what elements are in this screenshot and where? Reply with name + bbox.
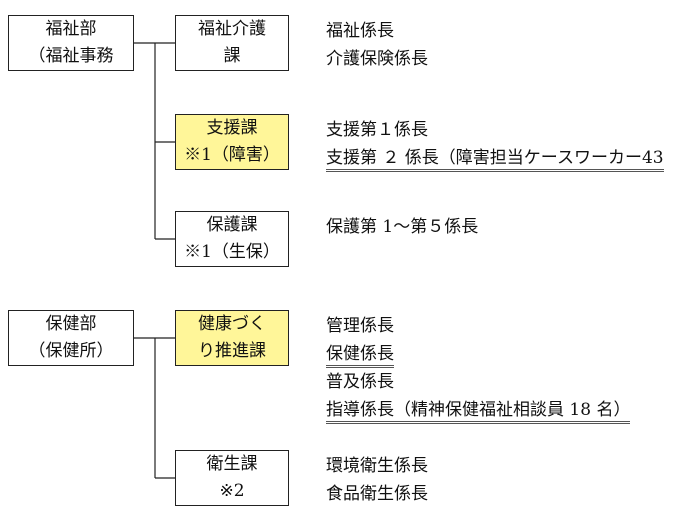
health-dept-box: 保健部 （保健所） <box>8 310 134 366</box>
staff-environmental-sanitation-chief: 環境衛生係長 <box>326 456 428 476</box>
staff-care-insurance-chief: 介護保険係長 <box>326 49 428 69</box>
section-sublabel: 課 <box>223 46 241 66</box>
welfare-dept-box: 福祉部 （福祉事務 <box>8 15 134 71</box>
welfare-dept-label: 福祉部 <box>45 19 97 39</box>
support-section-box: 支援課 ※1（障害） <box>175 114 289 170</box>
sanitation-section-box: 衛生課 ※2 <box>175 450 289 506</box>
welfare-dept-sublabel: （福祉事務 <box>28 46 114 66</box>
staff-support-1-chief: 支援第１係長 <box>326 120 428 140</box>
health-dept-label: 保健部 <box>45 314 97 334</box>
staff-protection-chiefs: 保護第 1～第５係長 <box>326 217 479 237</box>
staff-food-sanitation-chief: 食品衛生係長 <box>326 484 428 504</box>
staff-outreach-chief: 普及係長 <box>326 372 394 392</box>
protection-section-box: 保護課 ※1（生保） <box>175 211 289 267</box>
section-sublabel: ※1（障害） <box>184 145 280 165</box>
section-label: 健康づく <box>198 314 266 334</box>
section-label: 支援課 <box>206 118 258 138</box>
section-sublabel: ※2 <box>219 481 245 501</box>
staff-support-2-chief: 支援第 ２ 係長（障害担当ケースワーカー43 <box>326 148 664 172</box>
staff-health-chief: 保健係長 <box>326 344 394 368</box>
staff-management-chief: 管理係長 <box>326 316 394 336</box>
staff-welfare-chief: 福祉係長 <box>326 21 394 41</box>
section-label: 福祉介護 <box>198 19 266 39</box>
section-sublabel: り推進課 <box>198 341 266 361</box>
section-label: 保護課 <box>206 215 258 235</box>
section-label: 衛生課 <box>206 454 258 474</box>
health-dept-sublabel: （保健所） <box>28 341 114 361</box>
health-promotion-section-box: 健康づく り推進課 <box>175 310 289 366</box>
section-sublabel: ※1（生保） <box>184 242 280 262</box>
staff-guidance-chief: 指導係長（精神保健福祉相談員 18 名） <box>326 400 631 424</box>
welfare-care-section-box: 福祉介護 課 <box>175 15 289 71</box>
